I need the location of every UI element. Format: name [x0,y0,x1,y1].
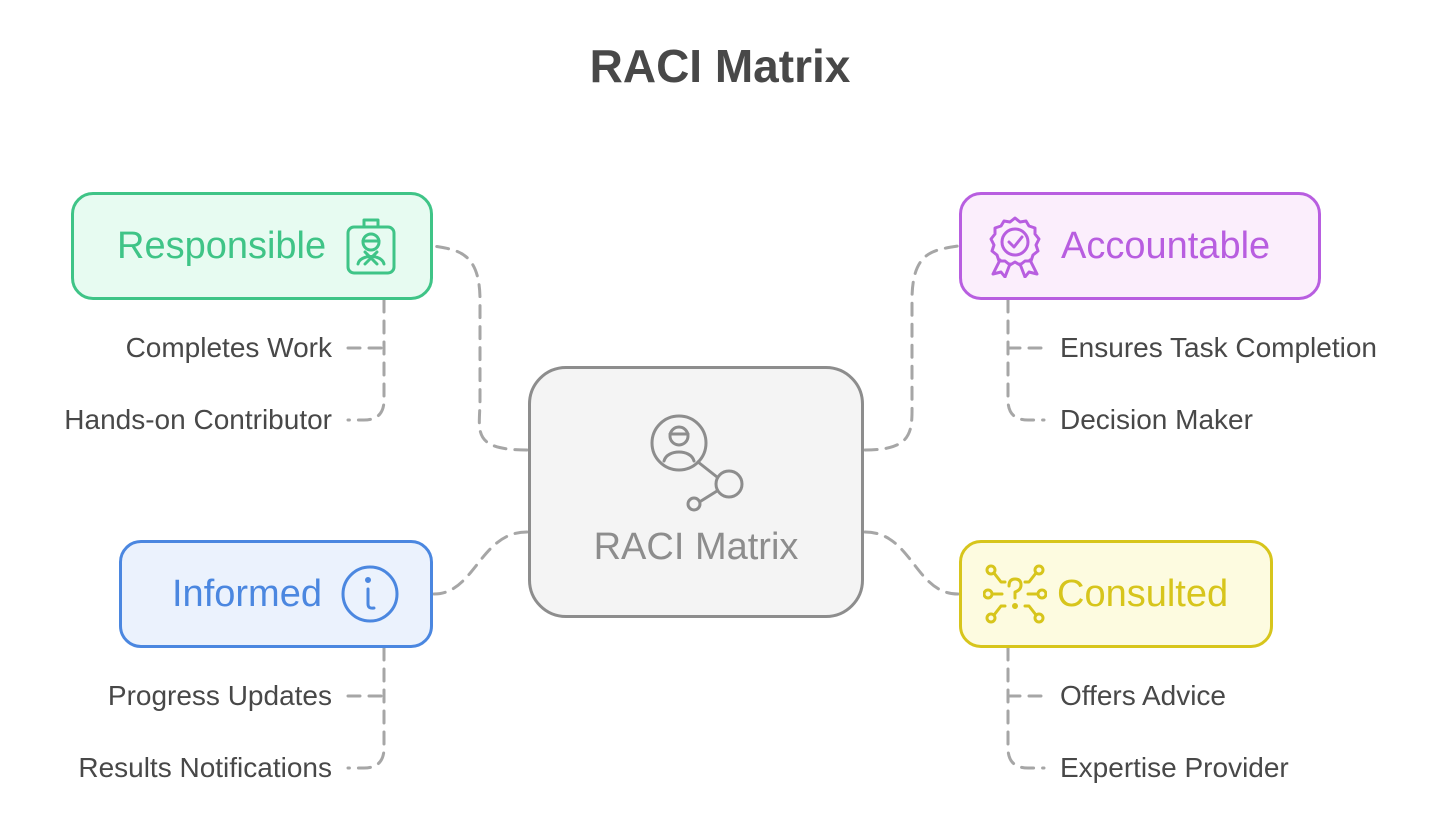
accountable-label: Accountable [1061,225,1271,267]
responsible-label: Responsible [117,225,327,267]
informed-item: Results Notifications [78,752,332,783]
informed-node: Informed [119,540,433,648]
consulted-node: Consulted [959,540,1273,648]
info-icon [341,565,399,623]
consulted-item: Offers Advice [1060,680,1227,711]
responsible-item: Hands-on Contributor [64,404,332,435]
connector-accountable-trunk [1006,298,1046,422]
accountable-node: Accountable [959,192,1321,300]
diagram-title: RACI Matrix [589,40,851,92]
connector-responsible-trunk [346,298,386,422]
connector-informed [432,530,529,596]
consulted-item: Expertise Provider [1060,752,1289,783]
user-network-icon [650,414,744,512]
informed-label: Informed [172,573,322,615]
connector-consulted [863,530,960,596]
consulted-label: Consulted [1057,573,1229,615]
responsible-item: Completes Work [125,332,332,363]
accountable-item: Ensures Task Completion [1060,332,1377,363]
connector-responsible [432,244,529,452]
responsible-node: Responsible [71,192,433,300]
accountable-item: Decision Maker [1060,404,1253,435]
award-ribbon-icon [989,216,1041,278]
connector-accountable [863,244,960,452]
center-node: RACI Matrix [528,366,864,618]
question-network-icon [983,564,1047,624]
informed-item: Progress Updates [107,680,332,711]
connector-consulted-trunk [1006,646,1046,770]
connector-informed-trunk [346,646,386,770]
id-badge-icon [346,218,396,275]
center-label: RACI Matrix [593,526,799,568]
